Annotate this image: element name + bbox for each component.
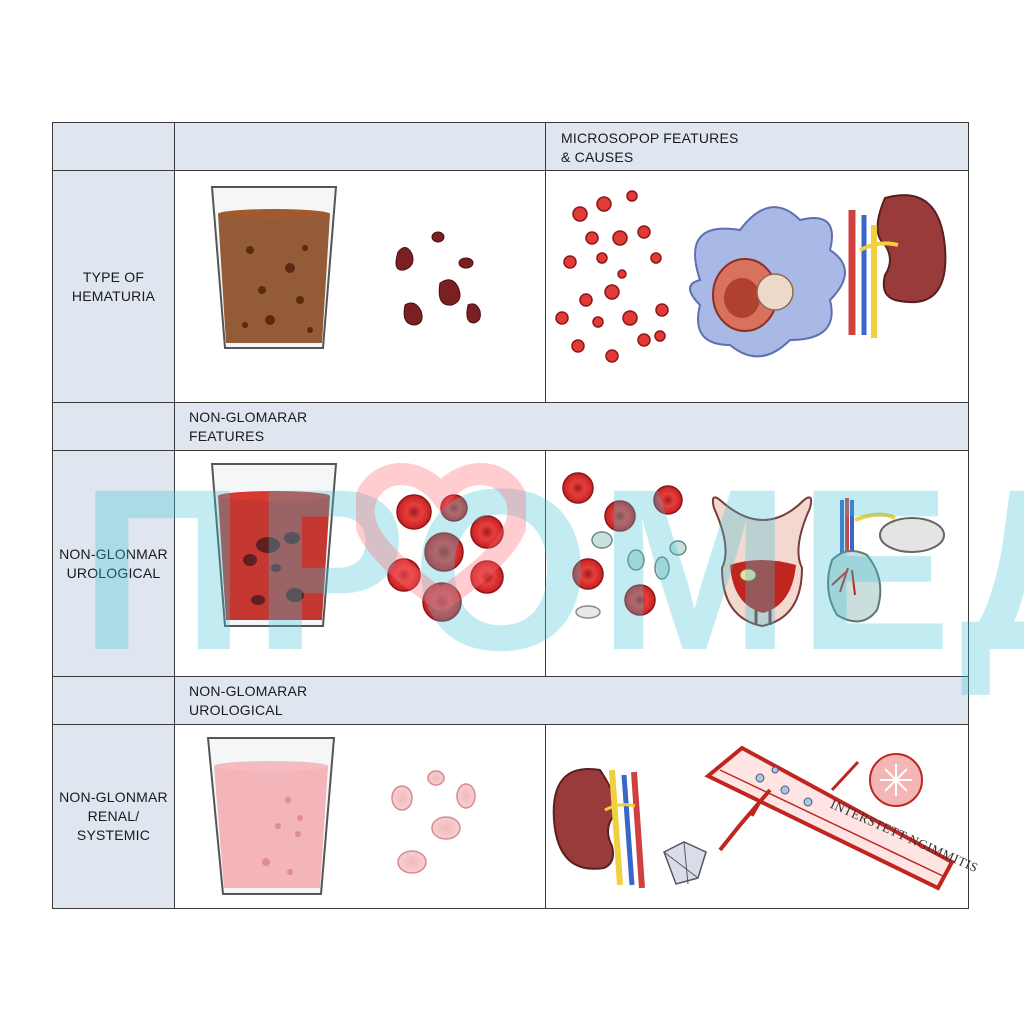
- pink-urine-glass-icon: [206, 737, 336, 895]
- header-col1-cell: [174, 122, 546, 171]
- rbc-and-crystals-icon: [562, 472, 687, 619]
- kidney-ureter-icon: [848, 194, 947, 338]
- header-corner-cell: [52, 122, 175, 171]
- cell-cross-section-icon: [869, 753, 923, 807]
- brown-urine-glass-icon: [210, 186, 338, 349]
- rbc-cluster-icon: [387, 494, 504, 622]
- header-col2-title: MICROSOPOP FEATURES & CAUSES: [561, 130, 739, 165]
- pale-rbc-icon: [391, 770, 476, 874]
- bladder-icon: [711, 496, 813, 628]
- kidney-stone-icon: [827, 498, 945, 623]
- blood-vessel-icon: INTERSTETT NGIMMITIS: [704, 745, 981, 891]
- rbc-scatter-icon: [555, 190, 669, 363]
- dysmorphic-rbc-cluster-icon: [395, 231, 481, 326]
- kidney-ureter-icon-2: [552, 768, 645, 889]
- red-urine-glass-icon: [210, 463, 338, 627]
- crystal-icon: [663, 841, 707, 885]
- glomerulus-icon: [689, 206, 846, 358]
